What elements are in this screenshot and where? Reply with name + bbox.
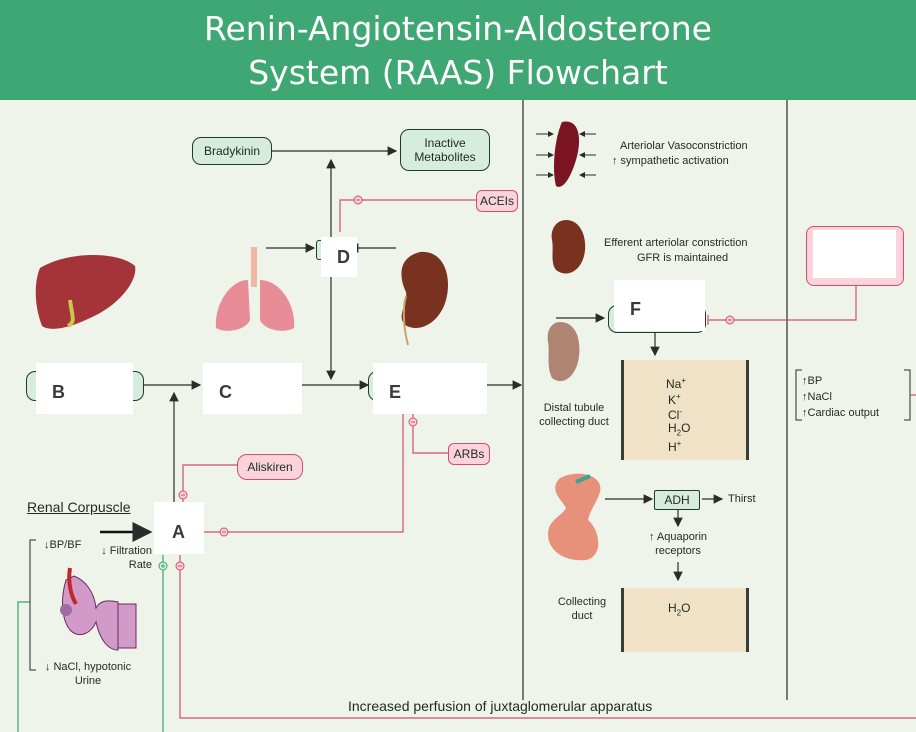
placeholder-f: F xyxy=(614,280,705,331)
arteriolar-line2: ↑ sympathetic activation xyxy=(612,155,729,167)
bracket-left xyxy=(29,539,36,671)
perfusion-label: Increased perfusion of juxtaglomerular a… xyxy=(348,698,653,714)
arbs-label: ARBs xyxy=(453,447,485,461)
bp-bf-label: ↓BP/BF xyxy=(44,539,82,551)
ion-cl: Cl- xyxy=(668,407,683,422)
placeholder-e: E xyxy=(373,363,487,414)
acei-label: ACEIs xyxy=(479,194,514,208)
placeholder-a: A xyxy=(154,502,204,554)
placeholder-blank xyxy=(813,230,896,278)
stimulate-left xyxy=(17,601,30,732)
efferent-line1: Efferent arteriolar constriction xyxy=(604,237,748,249)
letter-b: B xyxy=(52,382,65,402)
nacl-urine-label: ↓ NaCl, hypotonic Urine xyxy=(44,661,132,687)
feedback-perfusion xyxy=(179,555,916,719)
effect-nacl: ↑NaCl xyxy=(802,391,832,403)
effect-cardiac-output: ↑Cardiac output xyxy=(802,407,880,419)
title-banner: Renin-Angiotensin-Aldosterone System (RA… xyxy=(0,0,916,100)
kidney-icon xyxy=(401,251,449,346)
collecting-duct-membrane xyxy=(621,588,749,652)
kidney-small-icon xyxy=(551,220,586,274)
letter-d: D xyxy=(337,247,350,267)
placeholder-d: D xyxy=(321,237,357,277)
distal-tubule-membrane xyxy=(621,360,749,460)
collecting-duct-label: Collecting duct xyxy=(557,596,607,622)
ion-h: H+ xyxy=(668,439,682,454)
ion-h2o: H2O xyxy=(668,421,691,438)
effect-bp: ↑BP xyxy=(802,375,823,387)
inhibit-aliskiren xyxy=(182,464,238,502)
adh-label: ADH xyxy=(664,493,690,507)
arteriolar-line1: Arteriolar Vasoconstriction xyxy=(620,140,748,152)
inhibit-arbs xyxy=(412,412,449,454)
arbs-box: ARBs xyxy=(448,443,490,465)
ion-na: Na+ xyxy=(666,376,687,391)
efferent-line2: GFR is maintained xyxy=(637,252,729,264)
arteriole-icon xyxy=(554,121,580,187)
inhibit-acei xyxy=(339,199,478,232)
aliskiren-label: Aliskiren xyxy=(247,460,293,474)
nephron-icon xyxy=(60,567,137,651)
title-line-1: Renin-Angiotensin-Aldosterone xyxy=(204,9,712,48)
kidney-distal-icon xyxy=(547,322,580,382)
liver-icon xyxy=(35,255,136,329)
inactive-metabolites-box: Inactive Metabolites xyxy=(400,129,490,171)
letter-e: E xyxy=(389,382,402,402)
title-line-2: System (RAAS) Flowchart xyxy=(248,53,668,92)
distal-tubule-label: Distal tubule collecting duct xyxy=(539,402,609,428)
bracket-effects xyxy=(795,369,802,421)
bracket-effects-right xyxy=(904,369,911,421)
aquaporin-label: ↑ Aquaporin receptors xyxy=(648,531,708,557)
thirst-label: Thirst xyxy=(728,493,756,505)
lungs-icon xyxy=(215,247,295,331)
letter-a: A xyxy=(172,522,185,542)
inhibit-f xyxy=(708,286,857,321)
aliskiren-box: Aliskiren xyxy=(237,454,303,480)
placeholder-b: B xyxy=(36,363,133,414)
adh-box: ADH xyxy=(654,490,700,510)
inactive-metabolites-label: Inactive Metabolites xyxy=(414,136,476,164)
bradykinin-label: Bradykinin xyxy=(203,144,261,158)
letter-f: F xyxy=(630,299,641,319)
pituitary-icon xyxy=(548,473,601,561)
letter-c: C xyxy=(219,382,232,402)
collecting-h2o: H2O xyxy=(668,601,691,618)
filtration-rate-label: ↓ Filtration Rate xyxy=(101,545,152,571)
renal-corpuscle-label: Renal Corpuscle xyxy=(27,499,131,515)
bradykinin-box: Bradykinin xyxy=(192,137,272,165)
inhibit-e-a xyxy=(204,412,404,533)
placeholder-c: C xyxy=(203,363,302,414)
acei-box: ACEIs xyxy=(476,190,518,212)
ion-k: K+ xyxy=(668,392,681,407)
